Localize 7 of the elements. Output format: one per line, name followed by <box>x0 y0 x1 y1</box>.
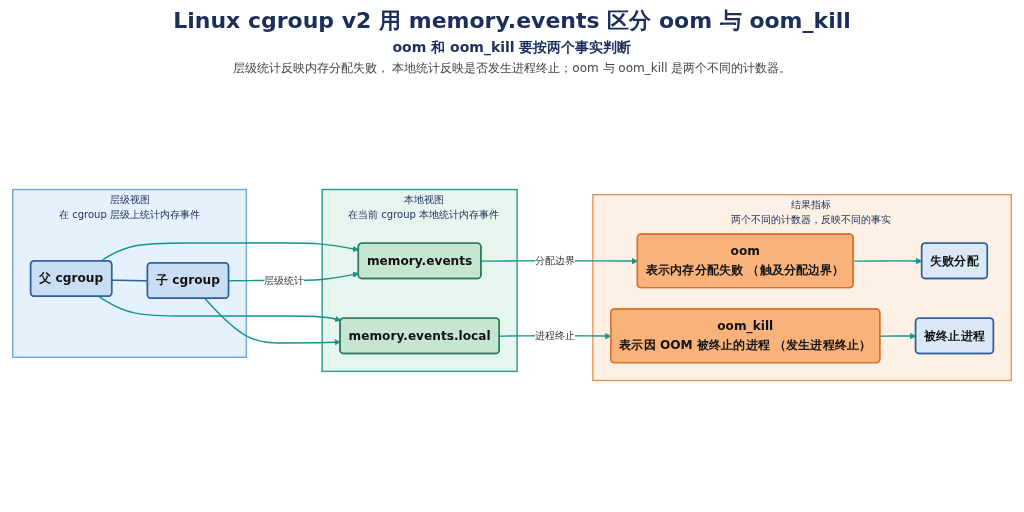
diagram-title: Linux cgroup v2 用 memory.events 区分 oom 与 oom_kill <box>172 7 852 35</box>
edge-label: 进程终止 <box>534 329 575 341</box>
arrow <box>98 295 342 322</box>
description-text: 层级统计反映内存分配失败， 本地统计反映是否发生进程终止；oom 与 oom_kill 是两个不同的计数器。 <box>231 60 793 77</box>
subtitle: oom 和 oom_kill 要按两个事实判断 <box>391 39 633 57</box>
edge-label: 层级统计 <box>264 273 305 286</box>
edge-label: 分配边界 <box>534 254 575 266</box>
